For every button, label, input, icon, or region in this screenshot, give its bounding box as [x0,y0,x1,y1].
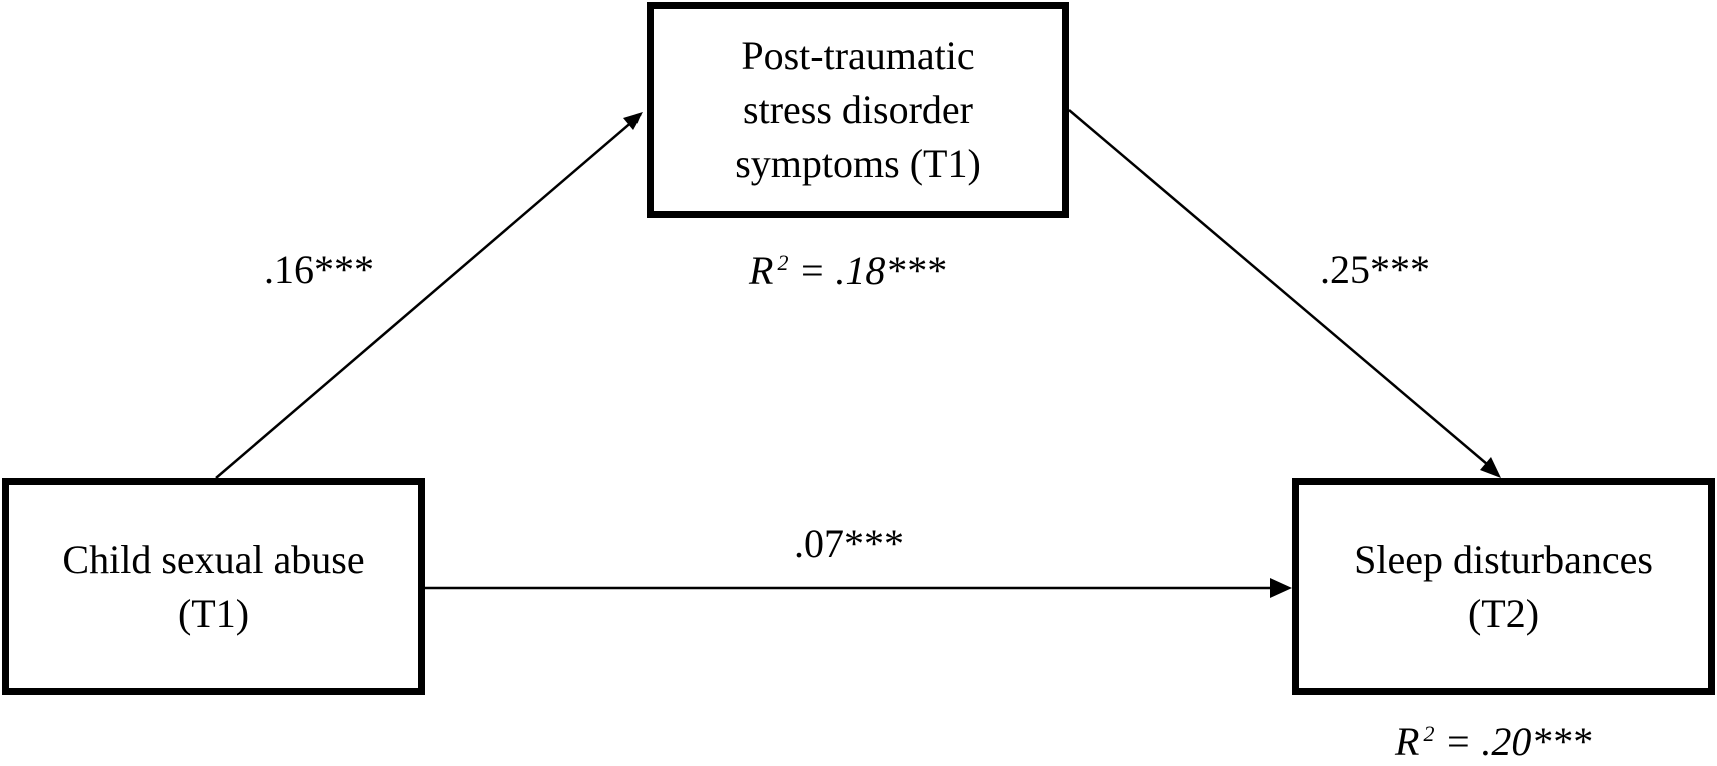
node-predictor-line-2: (T1) [177,590,250,636]
node-mediator-line-2: stress disorder [743,87,973,132]
node-outcome-sleep: Sleep disturbances (T2) [1292,478,1715,695]
r-squared-symbol: R [749,248,774,293]
arrowhead-c [1270,578,1292,598]
path-c-coefficient: .07*** [794,521,904,566]
r-squared-symbol: R [1395,719,1420,764]
r-squared-mediator-value: = .18*** [798,248,946,293]
node-mediator-line-1: Post-traumatic [741,33,975,78]
path-b-coefficient: .25*** [1320,247,1430,292]
arrow-a-predictor-to-mediator [215,113,642,479]
arrow-b-mediator-to-outcome [1068,109,1495,471]
node-mediator-line-3: symptoms (T1) [735,141,981,186]
node-mediator-ptsd: Post-traumatic stress disorder symptoms … [647,2,1069,218]
arrowhead-a [623,112,643,130]
arrowhead-b [1480,457,1501,478]
node-predictor-line-1: Child sexual abuse [62,536,365,582]
node-predictor-csa: Child sexual abuse (T1) [2,478,425,695]
path-a-coefficient: .16*** [264,247,374,292]
node-outcome-line-2: (T2) [1467,590,1540,636]
r-squared-exponent: 2 [1423,721,1435,746]
r-squared-exponent: 2 [777,250,789,275]
r-squared-outcome-value: = .20*** [1444,719,1592,764]
node-outcome-line-1: Sleep disturbances [1354,536,1653,582]
